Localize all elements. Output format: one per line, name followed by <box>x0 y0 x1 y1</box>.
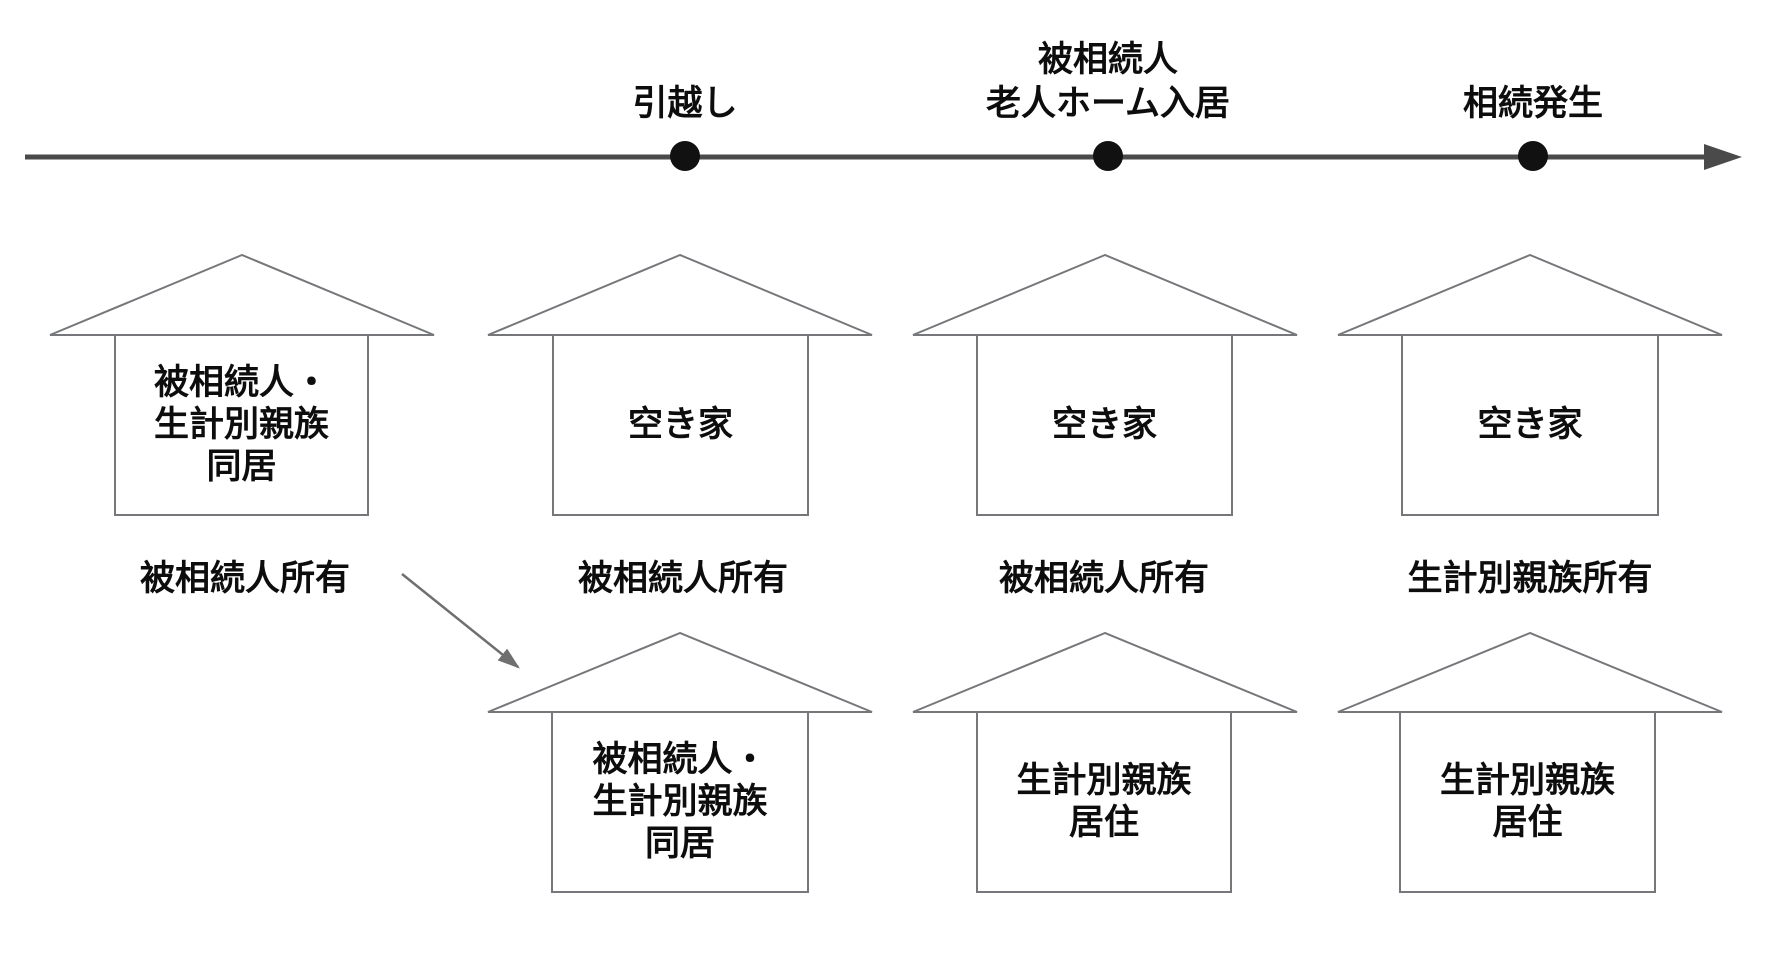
house-label-bottom-2: 被相続人・ 生計別親族 同居 <box>592 740 768 863</box>
owner-label-1: 被相続人所有 <box>139 559 351 598</box>
house-body <box>552 334 809 516</box>
house-body <box>976 334 1233 516</box>
house-top-3 <box>912 253 1298 516</box>
owner-label-3: 被相続人所有 <box>998 559 1210 598</box>
house-top-4 <box>1337 253 1723 516</box>
house-roof <box>49 253 435 336</box>
house-roof <box>912 631 1298 713</box>
event-label-move: 引越し <box>632 84 738 123</box>
house-label-bottom-4: 生計別親族 居住 <box>1439 761 1615 842</box>
house-body <box>114 334 369 516</box>
transfer-arrow <box>401 573 520 669</box>
event-label-nursing-home: 被相続人 老人ホーム入居 <box>986 40 1230 123</box>
house-bottom-2 <box>487 631 873 893</box>
house-roof <box>1337 253 1723 336</box>
house-top-1 <box>49 253 435 516</box>
house-label-top-3: 空き家 <box>1051 405 1157 444</box>
house-label-bottom-3: 生計別親族 居住 <box>1016 761 1192 842</box>
house-body <box>976 711 1232 893</box>
event-label-inheritance: 相続発生 <box>1462 84 1604 123</box>
house-label-top-1: 被相続人・ 生計別親族 同居 <box>153 363 329 486</box>
timeline-arrowhead-icon <box>1704 144 1742 170</box>
house-bottom-3 <box>912 631 1298 893</box>
timeline-dot-move <box>670 141 700 171</box>
house-roof <box>487 631 873 713</box>
house-top-2 <box>487 253 873 516</box>
house-roof <box>1337 631 1723 713</box>
house-roof <box>912 253 1298 336</box>
timeline-dot-nursing-home <box>1093 141 1123 171</box>
house-body <box>1399 711 1656 893</box>
house-body <box>1401 334 1659 516</box>
house-label-top-4: 空き家 <box>1477 405 1583 444</box>
timeline-dot-inheritance <box>1518 141 1548 171</box>
house-label-top-2: 空き家 <box>627 405 733 444</box>
house-body <box>551 711 809 893</box>
house-bottom-4 <box>1337 631 1723 893</box>
owner-label-4: 生計別親族所有 <box>1407 559 1653 598</box>
owner-label-2: 被相続人所有 <box>577 559 789 598</box>
house-roof <box>487 253 873 336</box>
